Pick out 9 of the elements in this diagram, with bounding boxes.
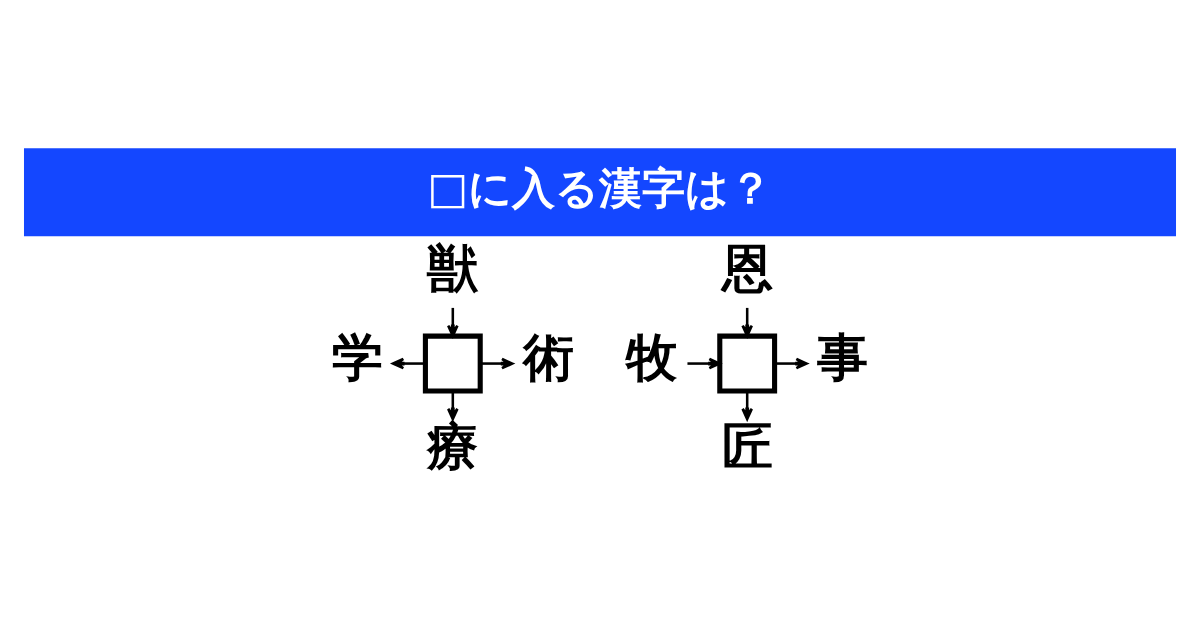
diagram-title: □に入る漢字は？ [427, 162, 773, 213]
node-text: 事 [817, 327, 869, 387]
node-text: 獣 [427, 238, 479, 298]
node-text: 療 [427, 416, 479, 476]
node-text: 牧 [626, 327, 678, 387]
node-text: 術 [522, 327, 574, 387]
node-text: 匠 [721, 416, 773, 476]
node-text: 恩 [721, 238, 773, 298]
node-text: 学 [331, 327, 383, 387]
